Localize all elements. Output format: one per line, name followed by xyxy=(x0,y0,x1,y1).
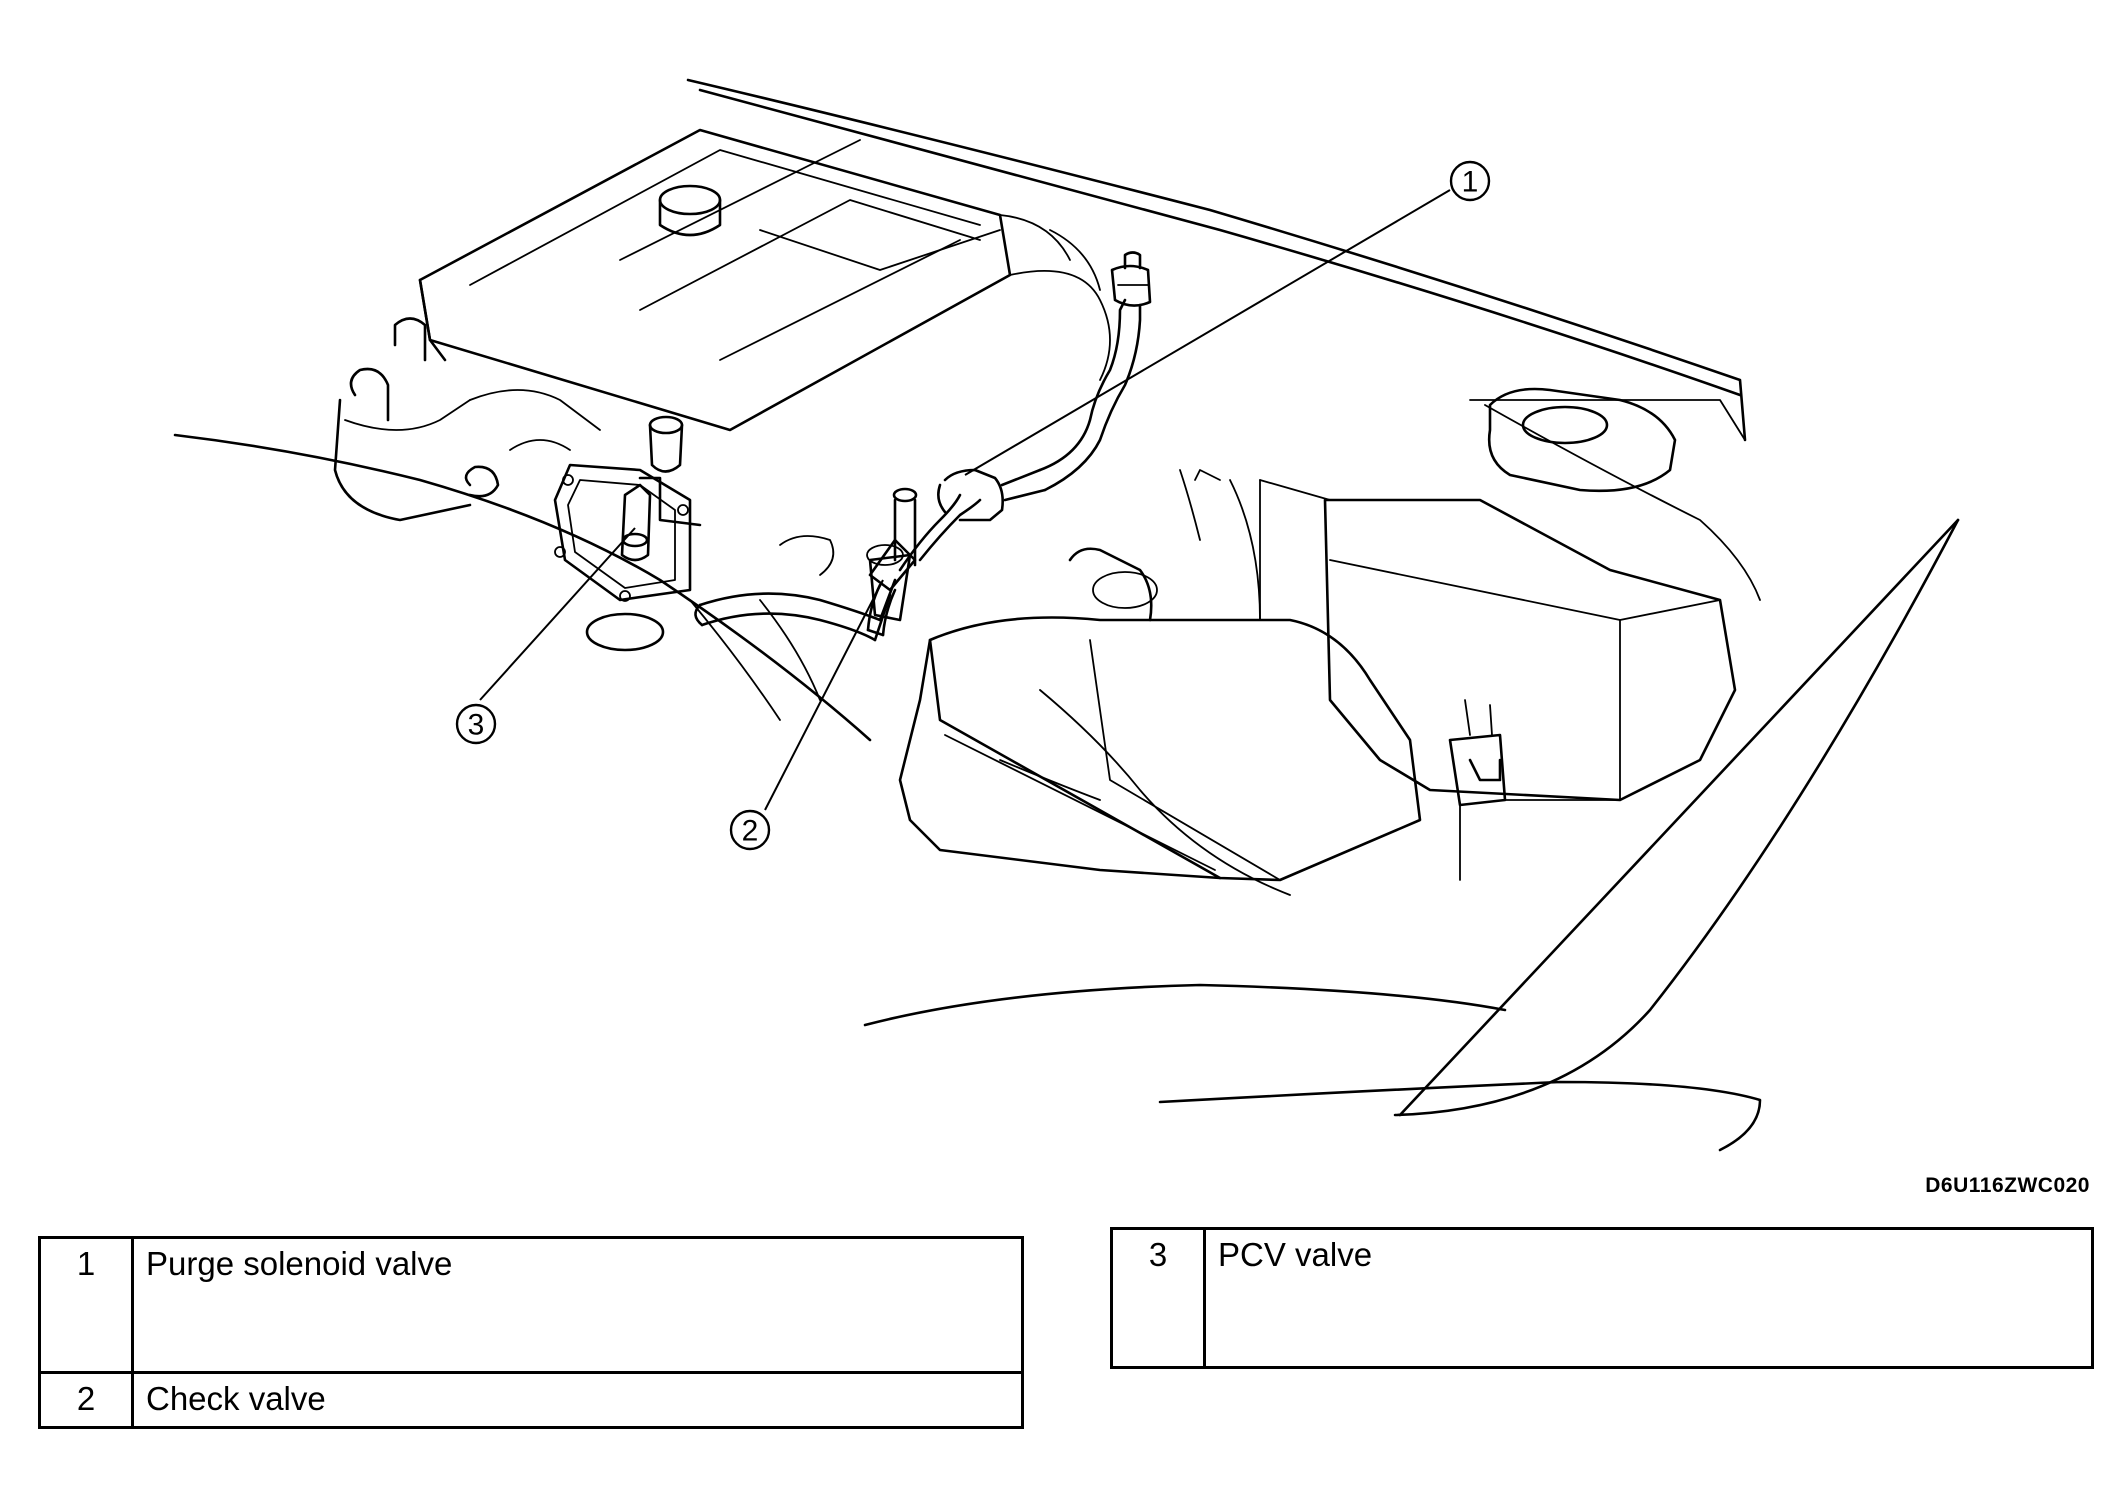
legend-row: 1 Purge solenoid valve xyxy=(38,1236,1024,1374)
check-valve xyxy=(866,538,917,637)
legend-number: 1 xyxy=(38,1236,134,1374)
legend-table-right: 3 PCV valve xyxy=(1110,1227,2094,1369)
callout-3: 3 xyxy=(455,703,497,745)
pcv-valve-bracket xyxy=(553,463,702,652)
legend-row: 3 PCV valve xyxy=(1110,1227,2094,1369)
engine-bay-diagram: 1 2 3 xyxy=(173,78,1960,1152)
body-outline xyxy=(173,78,1960,1152)
lower-details xyxy=(689,469,1261,721)
callout-2-leader xyxy=(764,579,884,811)
callout-3-leader xyxy=(479,527,636,701)
battery xyxy=(1259,479,1737,802)
callout-1-leader xyxy=(964,189,1451,476)
legend-number: 2 xyxy=(38,1371,134,1429)
callout-3-number: 3 xyxy=(468,709,485,742)
legend-label: Purge solenoid valve xyxy=(131,1236,1024,1374)
legend-number: 3 xyxy=(1110,1227,1206,1369)
cylinder-head-cover xyxy=(418,128,1111,432)
legend-label: PCV valve xyxy=(1203,1227,2094,1369)
legend-label: Check valve xyxy=(131,1371,1024,1429)
purge-hose xyxy=(694,251,1152,642)
legend-table-left: 1 Purge solenoid valve 2 Check valve xyxy=(38,1236,1024,1429)
callout-1-number: 1 xyxy=(1462,166,1479,199)
legend-row: 2 Check valve xyxy=(38,1371,1024,1429)
callout-2-number: 2 xyxy=(742,815,759,848)
bracket-block xyxy=(1448,699,1621,881)
callout-2: 2 xyxy=(729,809,771,851)
callout-1: 1 xyxy=(1449,160,1491,202)
air-cleaner xyxy=(898,547,1422,882)
coolant-reservoir xyxy=(1469,387,1746,493)
intake-manifold xyxy=(333,317,684,522)
figure-code: D6U116ZWC020 xyxy=(1925,1174,2090,1197)
